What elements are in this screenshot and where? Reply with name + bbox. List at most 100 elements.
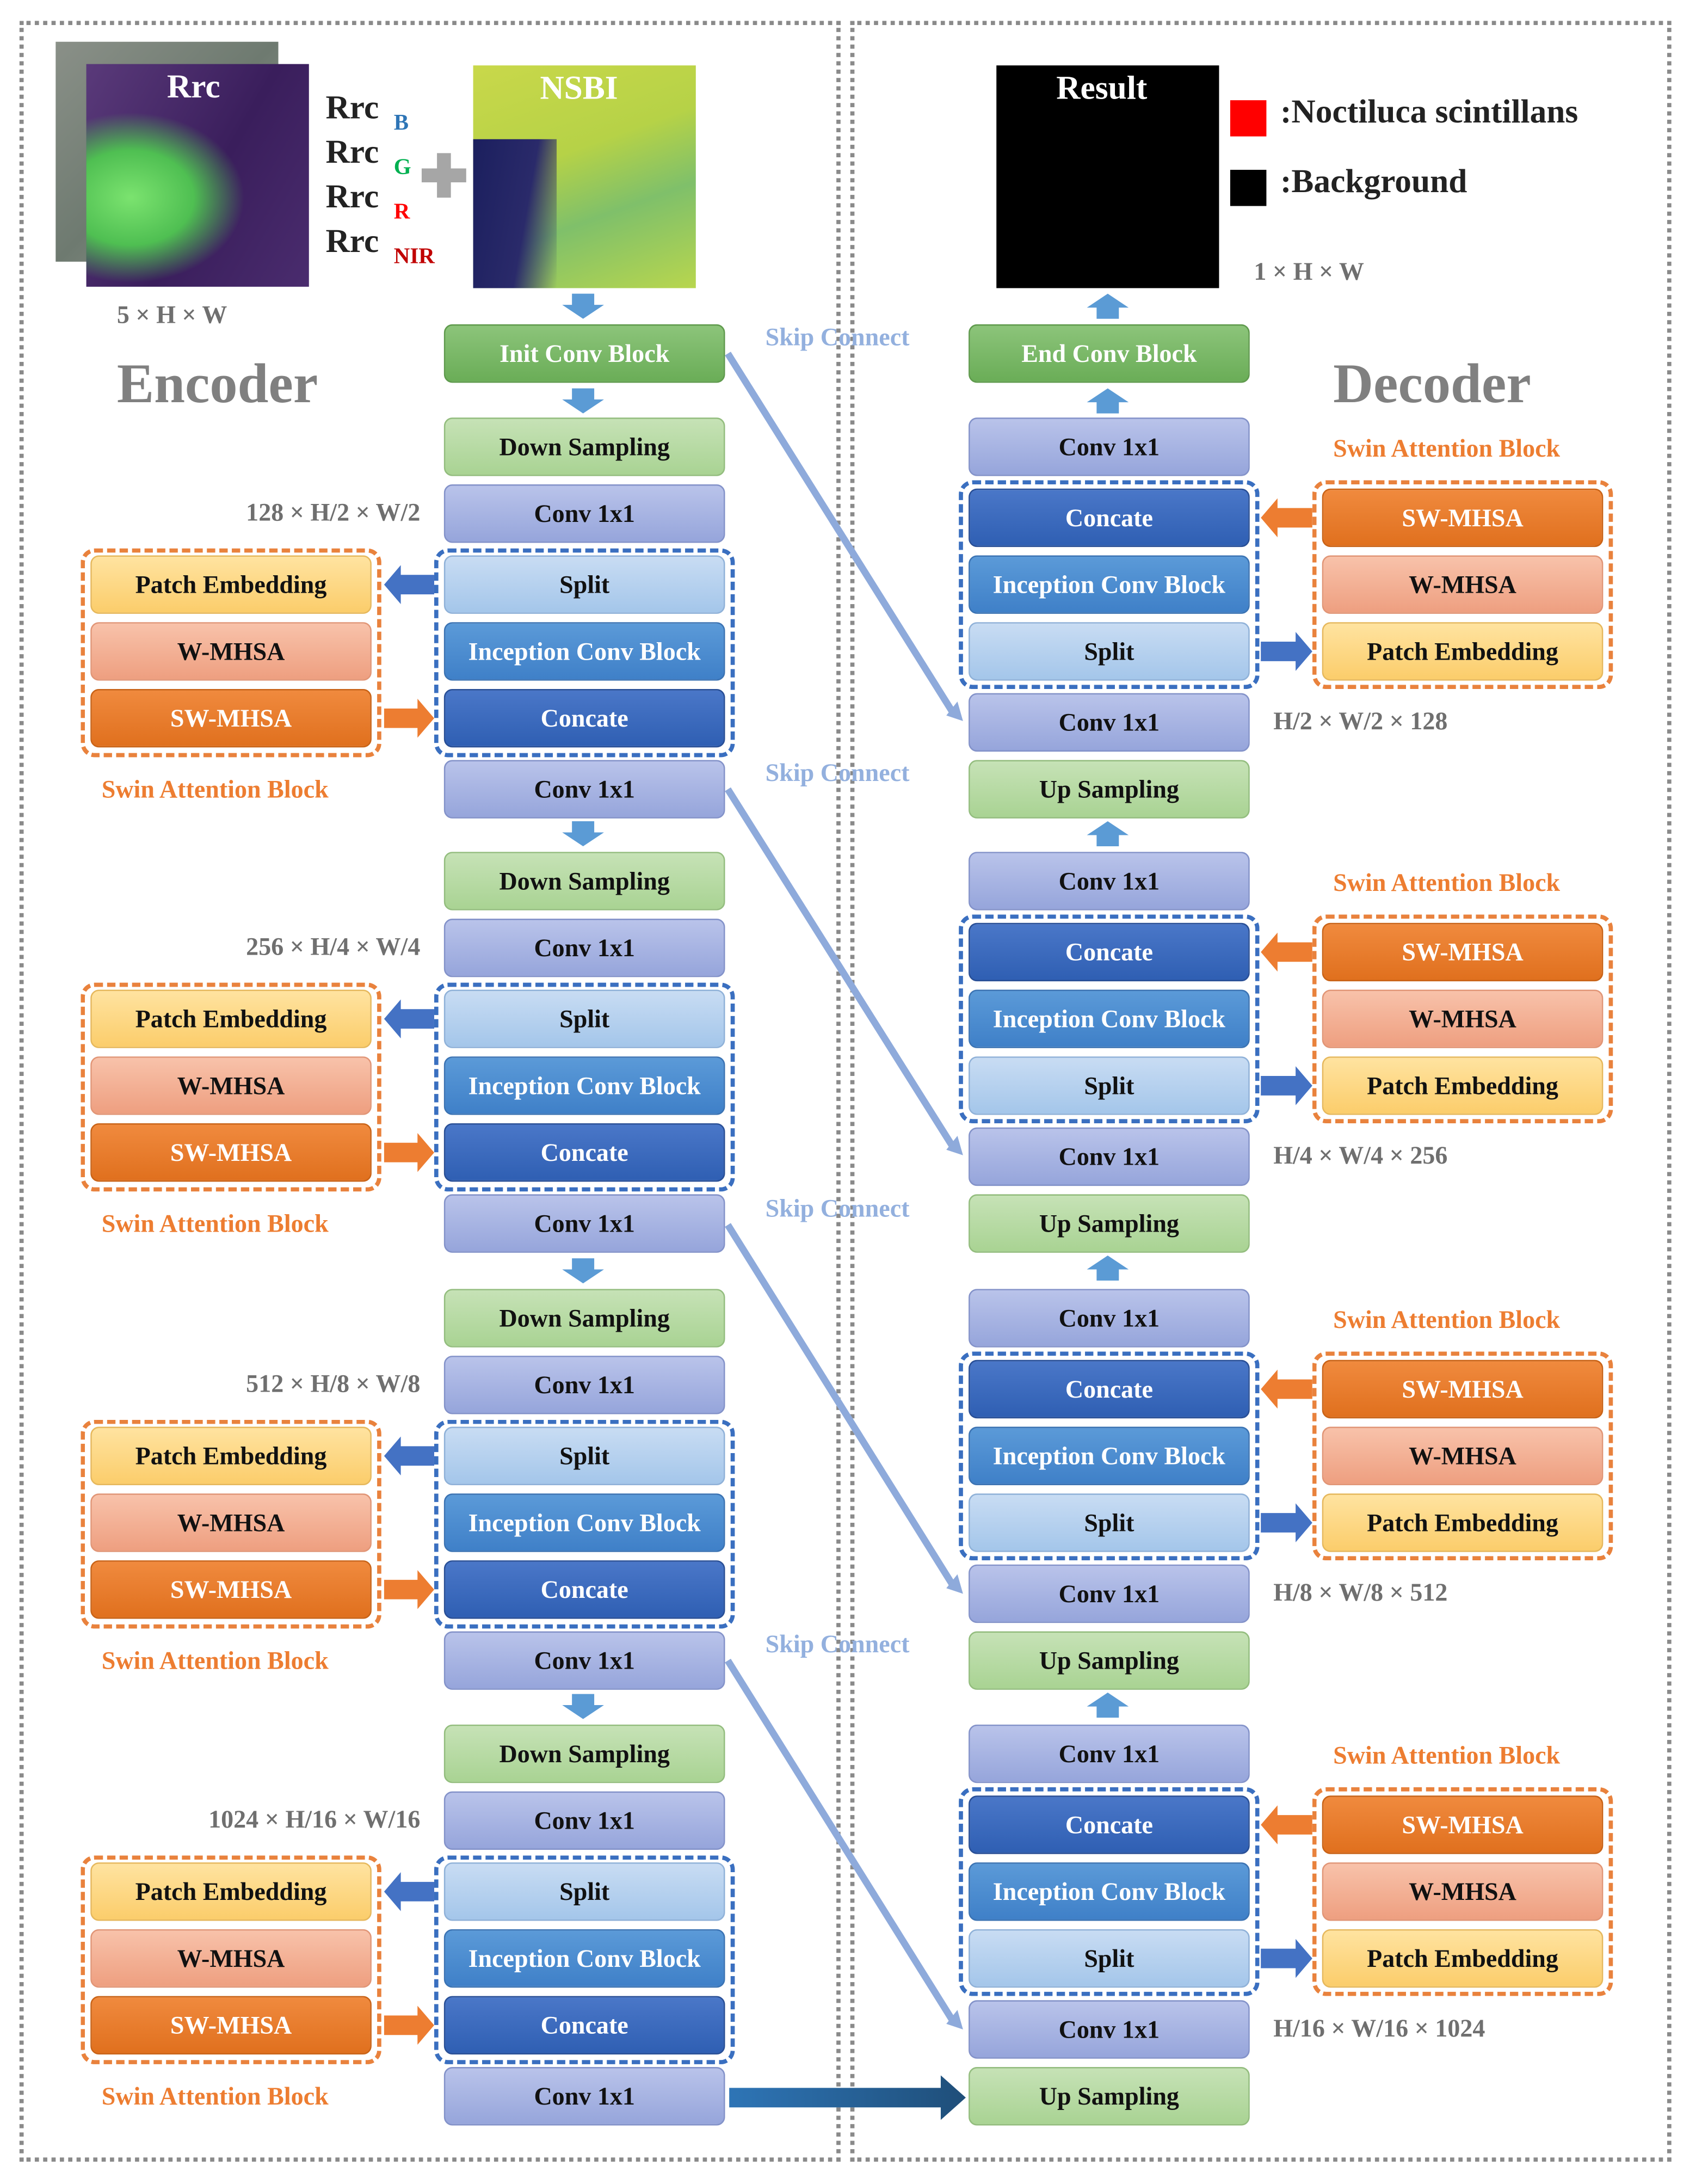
down-arrow-icon	[562, 388, 604, 414]
conv-1x1-block: Conv 1x1	[969, 1564, 1250, 1623]
split-block: Split	[969, 1056, 1250, 1115]
legend-swatch	[1230, 100, 1267, 137]
w-mhsa-block: W-MHSA	[90, 1493, 372, 1552]
output-dimension: 1 × H × W	[1254, 257, 1364, 286]
patch-embedding-block: Patch Embedding	[1322, 1056, 1604, 1115]
conv-1x1-block: Conv 1x1	[443, 484, 725, 543]
sw-mhsa-block: SW-MHSA	[1322, 1795, 1604, 1854]
inception-conv-block: Inception Conv Block	[969, 989, 1250, 1048]
up-sampling-block: Up Sampling	[969, 760, 1250, 819]
concate-block: Concate	[443, 1560, 725, 1619]
patch-embedding-block: Patch Embedding	[90, 1862, 372, 1921]
sw-mhsa-block: SW-MHSA	[1322, 488, 1604, 547]
down-arrow-icon	[562, 293, 604, 319]
sw-mhsa-block: SW-MHSA	[90, 1996, 372, 2055]
up-sampling-block: Up Sampling	[969, 2067, 1250, 2126]
down-sampling-block: Down Sampling	[443, 1724, 725, 1783]
w-mhsa-block: W-MHSA	[1322, 555, 1604, 614]
up-arrow-icon	[1087, 1255, 1129, 1281]
swin-group-frame	[1312, 1351, 1613, 1561]
skip-connect-label: Skip Connect	[765, 1194, 910, 1222]
right-arrow-icon	[1261, 1066, 1312, 1105]
csp-group-frame	[434, 548, 735, 758]
conv-1x1-block: Conv 1x1	[969, 693, 1250, 752]
concate-block: Concate	[443, 1996, 725, 2055]
rrc-image	[86, 64, 309, 287]
skip-arrowhead-icon	[946, 1136, 963, 1155]
split-block: Split	[443, 555, 725, 614]
feature-dimension: 1024 × H/16 × W/16	[208, 1805, 421, 1834]
sw-mhsa-block: SW-MHSA	[1322, 1359, 1604, 1419]
split-block: Split	[443, 1862, 725, 1921]
inception-conv-block: Inception Conv Block	[443, 622, 725, 681]
swin-attention-label: Swin Attention Block	[101, 1209, 329, 1238]
patch-embedding-block: Patch Embedding	[1322, 622, 1604, 681]
feature-dimension: H/16 × W/16 × 1024	[1273, 2014, 1485, 2042]
feature-dimension: 256 × H/4 × W/4	[246, 932, 421, 961]
result-image	[996, 65, 1219, 288]
sw-mhsa-block: SW-MHSA	[90, 1560, 372, 1619]
input-dimension: 5 × H × W	[116, 300, 227, 329]
left-arrow-icon	[1261, 1805, 1312, 1844]
band-subscript: R	[393, 200, 410, 224]
concate-block: Concate	[443, 1123, 725, 1182]
split-block: Split	[969, 1929, 1250, 1988]
rrc-image-label: Rrc	[166, 69, 220, 106]
bridge-arrow-icon	[729, 2075, 966, 2120]
right-arrow-icon	[1261, 1503, 1312, 1542]
right-arrow-icon	[384, 1133, 434, 1172]
left-arrow-icon	[1261, 1369, 1312, 1409]
left-arrow-icon	[384, 565, 434, 604]
feature-dimension: H/8 × W/8 × 512	[1273, 1578, 1448, 1607]
legend-label: :Background	[1280, 164, 1467, 201]
band-subscript: B	[393, 111, 409, 136]
csp-group-frame	[434, 1419, 735, 1629]
skip-connection-line	[725, 787, 958, 1152]
nsbi-land-region	[473, 139, 557, 288]
decoder-panel	[850, 21, 1672, 2162]
inception-conv-block: Inception Conv Block	[443, 1929, 725, 1988]
concate-block: Concate	[969, 922, 1250, 982]
up-arrow-icon	[1087, 388, 1129, 414]
feature-dimension: 128 × H/2 × W/2	[246, 498, 421, 526]
sw-mhsa-block: SW-MHSA	[90, 1123, 372, 1182]
band-label: Rrc	[325, 135, 379, 171]
patch-embedding-block: Patch Embedding	[1322, 1929, 1604, 1988]
decoder-title: Decoder	[1333, 352, 1531, 415]
conv-1x1-block: Conv 1x1	[969, 1724, 1250, 1783]
band-subscript: NIR	[393, 245, 435, 269]
conv-1x1-block: Conv 1x1	[443, 1194, 725, 1253]
csp-group-frame	[959, 1787, 1260, 1996]
w-mhsa-block: W-MHSA	[90, 622, 372, 681]
split-block: Split	[969, 1493, 1250, 1552]
swin-group-frame	[1312, 480, 1613, 690]
swin-attention-label: Swin Attention Block	[1333, 1741, 1561, 1769]
patch-embedding-block: Patch Embedding	[90, 989, 372, 1048]
up-arrow-icon	[1087, 1693, 1129, 1718]
swin-group-frame	[81, 1855, 381, 2064]
conv-1x1-block: Conv 1x1	[443, 1631, 725, 1690]
feature-dimension: 512 × H/8 × W/8	[246, 1369, 421, 1398]
csp-group-frame	[959, 1351, 1260, 1561]
right-arrow-icon	[384, 2005, 434, 2045]
band-label: Rrc	[325, 179, 379, 216]
skip-connect-label: Skip Connect	[765, 758, 910, 787]
left-arrow-icon	[1261, 932, 1312, 972]
down-sampling-block: Down Sampling	[443, 852, 725, 910]
up-sampling-block: Up Sampling	[969, 1631, 1250, 1690]
split-block: Split	[443, 989, 725, 1048]
conv-1x1-block: Conv 1x1	[969, 417, 1250, 476]
patch-embedding-block: Patch Embedding	[1322, 1493, 1604, 1552]
conv-1x1-block: Conv 1x1	[969, 852, 1250, 910]
w-mhsa-block: W-MHSA	[1322, 1862, 1604, 1921]
left-arrow-icon	[384, 1872, 434, 1911]
feature-dimension: H/2 × W/2 × 128	[1273, 707, 1448, 735]
conv-1x1-block: Conv 1x1	[969, 2000, 1250, 2059]
swin-attention-label: Swin Attention Block	[1333, 1306, 1561, 1334]
swin-attention-label: Swin Attention Block	[1333, 868, 1561, 897]
conv-1x1-block: Conv 1x1	[969, 1289, 1250, 1348]
conv-1x1-block: Conv 1x1	[969, 1127, 1250, 1186]
skip-arrowhead-icon	[946, 1574, 963, 1594]
